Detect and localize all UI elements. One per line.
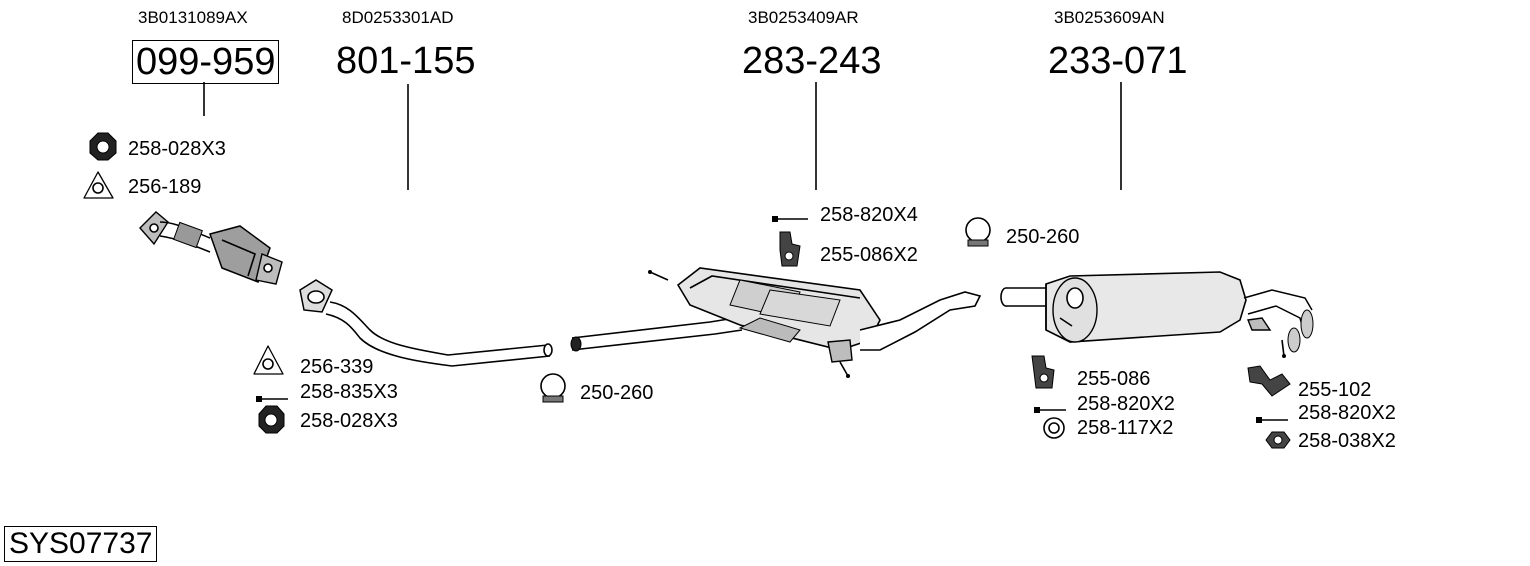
front-pipe-icon[interactable] bbox=[299, 279, 553, 367]
accessory-label[interactable]: 258-835X3 bbox=[300, 381, 398, 403]
ring-washer-icon bbox=[1043, 417, 1065, 439]
part-number-2[interactable]: 801-155 bbox=[336, 40, 476, 82]
accessory-label[interactable]: 255-102 bbox=[1298, 379, 1372, 401]
hex-nut-icon bbox=[89, 132, 117, 161]
part-number-3[interactable]: 283-243 bbox=[742, 40, 882, 82]
part-number-4[interactable]: 233-071 bbox=[1048, 40, 1188, 82]
bolt-icon bbox=[1256, 417, 1288, 423]
accessory-label[interactable]: 258-038X2 bbox=[1298, 430, 1396, 452]
gasket-icon bbox=[83, 171, 114, 199]
bolt-icon bbox=[256, 396, 288, 402]
accessory-label[interactable]: 256-189 bbox=[128, 176, 202, 198]
oem-number-3: 3B0253409AR bbox=[748, 8, 859, 27]
bolt-icon bbox=[772, 216, 808, 222]
oem-number-1: 3B0131089AX bbox=[138, 8, 248, 27]
rubber-hanger-icon bbox=[779, 231, 801, 267]
accessory-label[interactable]: 258-028X3 bbox=[300, 410, 398, 432]
gasket-icon bbox=[253, 345, 284, 375]
center-silencer-icon[interactable] bbox=[570, 267, 982, 378]
accessory-label[interactable]: 258-820X2 bbox=[1077, 393, 1175, 415]
hex-nut-icon bbox=[258, 405, 285, 434]
bolt-icon bbox=[1034, 407, 1066, 413]
flange-nut-icon bbox=[1265, 431, 1291, 449]
system-code: SYS07737 bbox=[4, 526, 158, 562]
clamp-icon bbox=[540, 373, 566, 403]
accessory-label[interactable]: 255-086 bbox=[1077, 368, 1151, 390]
rear-silencer-icon[interactable] bbox=[1000, 271, 1314, 358]
rubber-hanger-icon bbox=[1031, 355, 1055, 389]
accessory-label[interactable]: 250-260 bbox=[1006, 226, 1080, 248]
part-number-1[interactable]: 099-959 bbox=[132, 40, 280, 84]
accessory-label[interactable]: 250-260 bbox=[580, 382, 654, 404]
accessory-label[interactable]: 255-086X2 bbox=[820, 244, 918, 266]
accessory-label[interactable]: 258-028X3 bbox=[128, 138, 226, 160]
hanger-bracket-icon bbox=[1247, 365, 1291, 397]
catalytic-converter-icon[interactable] bbox=[139, 211, 283, 285]
accessory-label[interactable]: 258-820X4 bbox=[820, 204, 918, 226]
accessory-label[interactable]: 258-820X2 bbox=[1298, 402, 1396, 424]
accessory-label[interactable]: 258-117X2 bbox=[1077, 417, 1174, 439]
clamp-icon bbox=[965, 217, 991, 247]
oem-number-2: 8D0253301AD bbox=[342, 8, 454, 27]
accessory-label[interactable]: 256-339 bbox=[300, 356, 374, 378]
oem-number-4: 3B0253609AN bbox=[1054, 8, 1165, 27]
